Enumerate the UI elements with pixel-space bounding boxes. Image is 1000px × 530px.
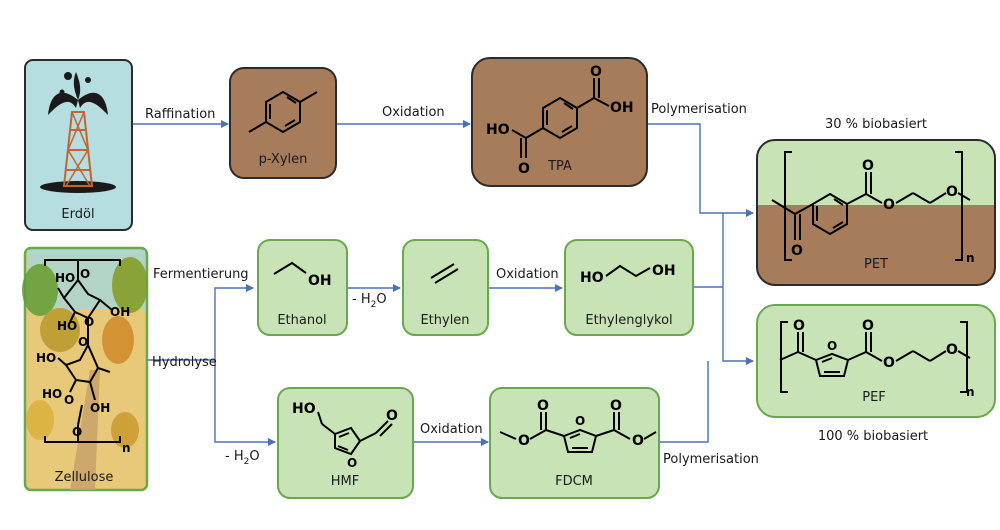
cell-oh-1: OH (110, 305, 130, 319)
arrow-eg-to-pef (722, 287, 754, 365)
arrow-polymerisation-1 (647, 123, 754, 217)
eg-ho: HO (580, 270, 604, 286)
node-tpa: O OH HO O TPA (471, 57, 648, 187)
node-pef: O O O O O n PEF (756, 304, 996, 418)
fdcm-o-4: O (632, 433, 644, 449)
pet-o-ether: O (946, 184, 958, 200)
arrows (133, 120, 754, 446)
fdcm-o-ring: O (575, 414, 585, 428)
cell-o-3: O (78, 335, 88, 349)
eg-oh: OH (652, 263, 676, 279)
arrow-fermentierung (148, 284, 254, 361)
edge-minus-h2o-1: - H2O (352, 292, 387, 310)
hmf-o-aldehyde: O (386, 408, 398, 424)
tpa-o-top: O (590, 64, 602, 80)
cell-o-5: O (72, 425, 82, 439)
node-erdoel: Erdöl (24, 59, 133, 231)
pef-biobased-note: 100 % biobasiert (818, 429, 928, 444)
arrow-hydrolyse (214, 360, 276, 446)
oil-derrick-icon (40, 72, 116, 193)
hmf-o-ring: O (347, 456, 357, 470)
tpa-ho-left: HO (486, 122, 510, 138)
edge-fermentierung: Fermentierung (153, 267, 249, 282)
svg-text:- H2O: - H2O (225, 449, 260, 467)
edge-oxidation-1: Oxidation (382, 105, 445, 120)
ethylenglykol-label: Ethylenglykol (585, 313, 672, 328)
cellulose-structure (44, 259, 121, 443)
pef-label: PEF (862, 390, 886, 405)
cell-ho-2: HO (57, 319, 77, 333)
cell-n: n (122, 441, 131, 455)
fdcm-o-3: O (610, 398, 622, 414)
pet-biobased-note: 30 % biobasiert (825, 117, 927, 132)
pef-o-ring: O (827, 339, 837, 353)
edge-minus-h2o-2: - H2O (225, 449, 260, 467)
tpa-structure (511, 78, 610, 158)
pxylen-label: p-Xylen (259, 152, 308, 167)
fdcm-structure (499, 412, 657, 453)
fdcm-o-1: O (537, 398, 549, 414)
pef-n: n (966, 385, 975, 399)
edge-hydrolyse: Hydrolyse (152, 355, 217, 370)
pet-o-carbonyl: O (862, 158, 874, 174)
cell-ho-4: HO (42, 387, 62, 401)
node-hmf: HO O O HMF (277, 387, 414, 499)
node-ethanol: OH Ethanol (257, 239, 348, 336)
zellulose-label: Zellulose (55, 470, 114, 485)
node-pet: O O O O n PET (756, 139, 996, 286)
tpa-oh-right: OH (610, 100, 634, 116)
pet-o-ester: O (883, 197, 895, 213)
erdoel-label: Erdöl (61, 207, 94, 222)
cell-o-2: O (84, 315, 94, 329)
edge-polymerisation-1: Polymerisation (651, 102, 747, 117)
node-zellulose: HO O OH HO O O HO HO O OH O n Zellulose (22, 246, 149, 492)
cell-ho-3: HO (36, 351, 56, 365)
edge-oxidation-2: Oxidation (496, 267, 559, 282)
ethanol-oh: OH (308, 273, 332, 289)
cell-o-4: O (64, 393, 74, 407)
edge-polymerisation-2: Polymerisation (663, 452, 759, 467)
arrow-polymerisation-2 (659, 361, 709, 443)
node-pxylen: p-Xylen (229, 67, 337, 179)
ethanol-label: Ethanol (277, 313, 326, 328)
pef-structure (779, 321, 971, 393)
node-ethylen: Ethylen (402, 239, 489, 336)
pet-structure (771, 151, 971, 261)
pef-o-4: O (946, 342, 958, 358)
pef-o-2: O (862, 318, 874, 334)
fdcm-label: FDCM (555, 474, 593, 489)
tpa-o-bottom: O (518, 161, 530, 177)
pet-label: PET (864, 257, 888, 272)
cell-o-1: O (80, 267, 90, 281)
hmf-ho: HO (292, 401, 316, 417)
pef-o-1: O (793, 318, 805, 334)
pef-o-3: O (883, 355, 895, 371)
tpa-label: TPA (547, 159, 572, 174)
cell-oh-2: OH (90, 401, 110, 415)
svg-text:- H2O: - H2O (352, 292, 387, 310)
pet-o-left: O (791, 243, 803, 259)
node-ethylenglykol: HO OH Ethylenglykol (564, 239, 694, 336)
node-fdcm: O O O O O FDCM (489, 387, 660, 499)
ethylen-label: Ethylen (420, 313, 469, 328)
edge-oxidation-3: Oxidation (420, 422, 483, 437)
edge-raffination: Raffination (145, 107, 215, 122)
hmf-structure (317, 411, 393, 456)
hmf-label: HMF (331, 474, 359, 489)
pet-n: n (966, 251, 975, 265)
cell-ho-1: HO (55, 271, 75, 285)
pxylene-structure (248, 90, 318, 134)
fdcm-o-2: O (518, 433, 530, 449)
